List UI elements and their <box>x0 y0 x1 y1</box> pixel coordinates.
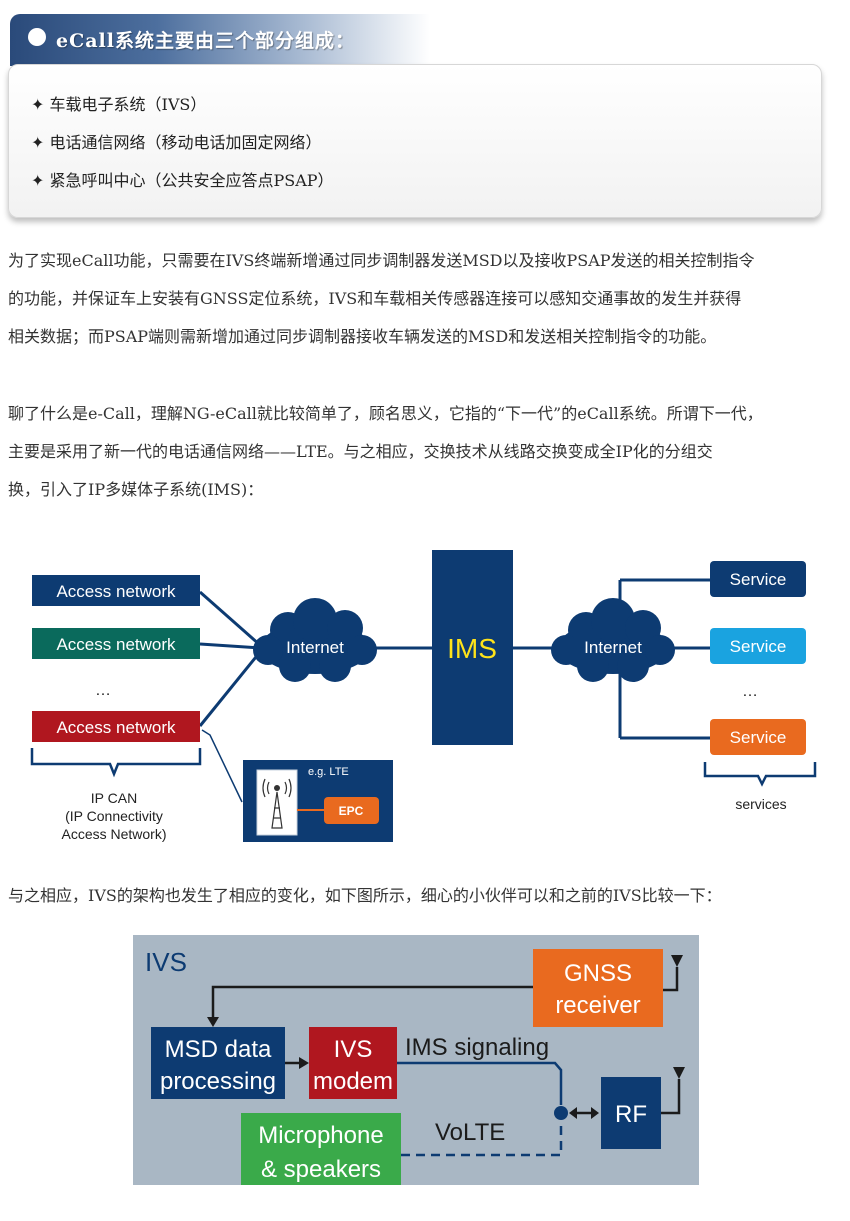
bullet-circle-icon <box>28 28 46 46</box>
paragraph-line: 的功能，并保证车上安装有GNSS定位系统，IVS和车载相关传感器连接可以感知交通… <box>8 289 742 308</box>
service-box <box>710 719 806 755</box>
ip-can-label: (IP Connectivity <box>65 808 163 824</box>
access-network-label: Access network <box>56 635 176 654</box>
internet-label: Internet <box>584 638 642 657</box>
ivs-modem-box <box>309 1027 397 1099</box>
microphone-label: & speakers <box>261 1156 381 1183</box>
paragraph-ng-ecall: 聊了什么是e-Call，理解NG-eCall就比较简单了，顾名思义，它指的“下一… <box>8 395 828 509</box>
ims-signaling-label: IMS signaling <box>405 1034 549 1061</box>
service-box <box>710 628 806 664</box>
gnss-label: GNSS <box>564 960 632 987</box>
service-label: Service <box>730 728 787 747</box>
paragraph-line: 相关数据；而PSAP端则需新增加通过同步调制器接收车辆发送的MSD和发送相关控制… <box>8 327 717 346</box>
paragraph-line: 与之相应，IVS的架构也发生了相应的变化，如下图所示，细心的小伙伴可以和之前的I… <box>8 886 722 905</box>
ivs-modem-label: modem <box>313 1068 393 1095</box>
ivs-modem-label: IVS <box>334 1036 373 1063</box>
paragraph-ivs-architecture: 与之相应，IVS的架构也发生了相应的变化，如下图所示，细心的小伙伴可以和之前的I… <box>8 877 828 915</box>
section-banner <box>10 14 430 66</box>
paragraph-line: 为了实现eCall功能，只需要在IVS终端新增通过同步调制器发送MSD以及接收P… <box>8 251 755 270</box>
msd-processing-box <box>151 1027 285 1099</box>
gnss-label: receiver <box>555 992 640 1019</box>
access-network-box <box>32 628 200 659</box>
ims-box <box>432 550 513 745</box>
ellipsis: … <box>95 682 111 699</box>
access-network-box <box>32 711 200 742</box>
internet-cloud-right <box>551 598 675 682</box>
microphone-speakers-box <box>241 1113 401 1185</box>
cell-tower-icon <box>256 769 298 836</box>
ivs-title: IVS <box>145 947 187 977</box>
paragraph-line: 换，引入了IP多媒体子系统(IMS)： <box>8 480 264 499</box>
component-item: ✦ 电话通信网络（移动电话加固定网络） <box>31 133 322 152</box>
ims-architecture-diagram: Access network Access network … Access n… <box>30 550 817 842</box>
volte-line <box>401 1121 563 1157</box>
gnss-to-msd-arrow <box>211 985 533 1019</box>
paragraph-line: 聊了什么是e-Call，理解NG-eCall就比较简单了，顾名思义，它指的“下一… <box>8 404 763 423</box>
gnss-antenna-icon <box>663 955 683 992</box>
access-network-label: Access network <box>56 718 176 737</box>
rf-label: RF <box>615 1101 647 1128</box>
ip-can-label: IP CAN <box>91 790 137 806</box>
volte-label: VoLTE <box>435 1119 505 1146</box>
lte-connector <box>201 729 243 803</box>
rf-link-arrow <box>569 1107 599 1119</box>
msd-label: processing <box>160 1068 276 1095</box>
paragraph-ivs-requirements: 为了实现eCall功能，只需要在IVS终端新增通过同步调制器发送MSD以及接收P… <box>8 242 828 356</box>
rf-antenna-icon <box>661 1067 685 1115</box>
gnss-receiver-box <box>533 949 663 1027</box>
service-label: Service <box>730 570 787 589</box>
ip-can-brace <box>30 748 202 778</box>
components-box: ✦ 车载电子系统（IVS） ✦ 电话通信网络（移动电话加固定网络） ✦ 紧急呼叫… <box>8 64 822 218</box>
junction-dot <box>554 1106 568 1120</box>
lte-label: e.g. LTE <box>308 766 349 778</box>
ims-label: IMS <box>447 633 497 664</box>
rf-box <box>601 1077 661 1149</box>
epc-box <box>324 797 379 824</box>
component-item: ✦ 车载电子系统（IVS） <box>31 95 207 114</box>
services-brace <box>703 762 817 787</box>
access-network-label: Access network <box>56 582 176 601</box>
msd-to-modem-arrow <box>299 1057 309 1069</box>
ellipsis: … <box>742 683 758 700</box>
service-box <box>710 561 806 597</box>
services-label: services <box>735 796 786 812</box>
access-network-box <box>32 575 200 606</box>
component-item: ✦ 紧急呼叫中心（公共安全应答点PSAP） <box>31 171 334 190</box>
ip-can-label: Access Network) <box>61 826 166 842</box>
ivs-architecture-diagram: IVS GNSS receiver MSD data processing IV… <box>133 935 699 1185</box>
service-label: Service <box>730 637 787 656</box>
internet-label: Internet <box>286 638 344 657</box>
epc-label: EPC <box>339 804 364 818</box>
paragraph-line: 主要是采用了新一代的电话通信网络——LTE。与之相应，交换技术从线路交换变成全I… <box>8 442 713 461</box>
section-title: eCall系统主要由三个部分组成： <box>56 30 355 52</box>
ims-signaling-line <box>397 1061 563 1105</box>
internet-cloud-left <box>253 598 377 682</box>
msd-label: MSD data <box>165 1036 272 1063</box>
microphone-label: Microphone <box>258 1122 383 1149</box>
